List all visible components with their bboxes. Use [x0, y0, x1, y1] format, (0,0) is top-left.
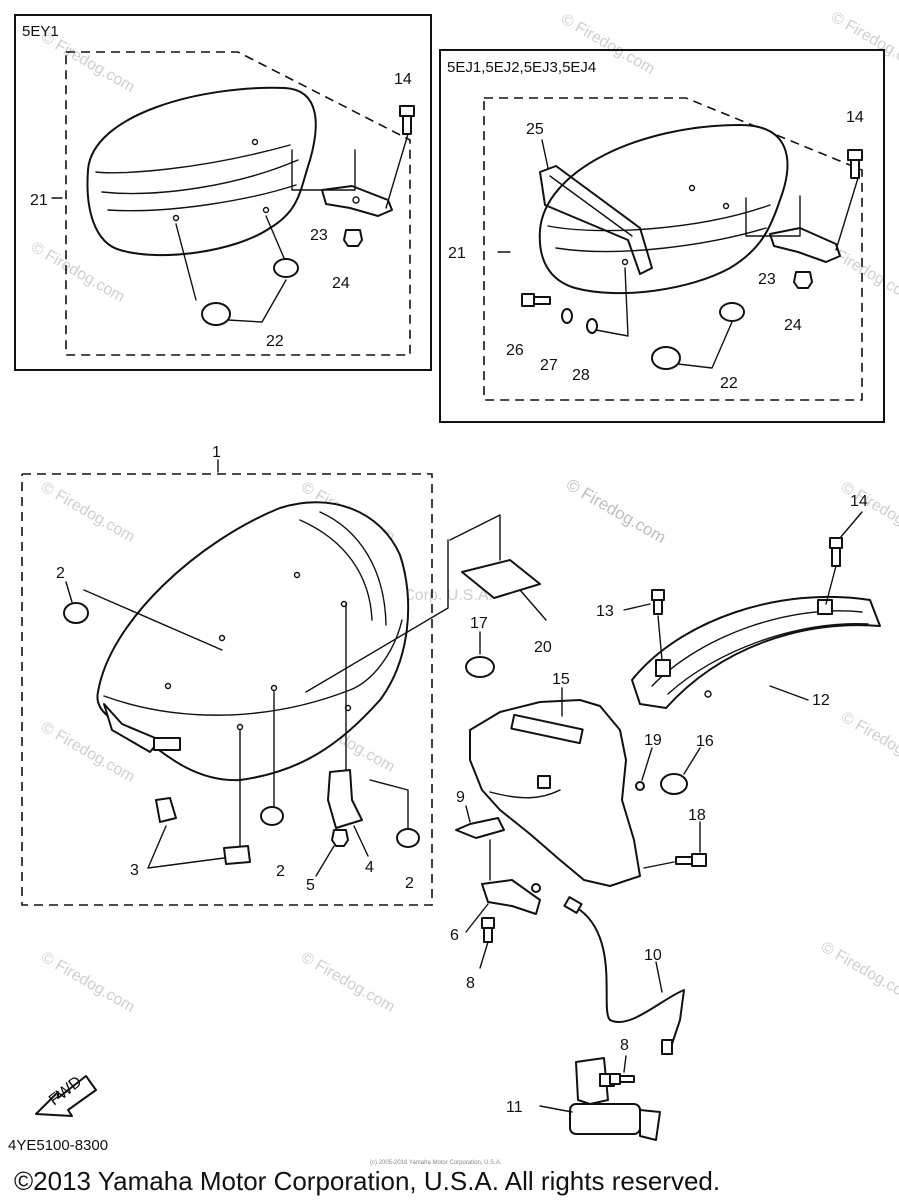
callout-7: 9: [456, 789, 465, 806]
callout-22: 22: [266, 333, 284, 350]
callout-11: 8: [620, 1037, 629, 1054]
callout-4: 4: [365, 859, 374, 876]
inset-5ey1: 5EY1 14 2: [14, 14, 432, 371]
callout-20: 20: [534, 639, 552, 656]
damper-2: [63, 602, 89, 624]
callout-2: 2: [405, 875, 414, 892]
watermark-firedog: © Firedog.com: [838, 479, 899, 546]
callout-21: 21: [448, 245, 466, 262]
callout-24: 24: [332, 275, 350, 292]
inset-5ej: 5EJ1,5EJ2,5EJ3,5EJ4: [439, 49, 885, 423]
washer-27: [561, 308, 573, 324]
damper-2: [260, 806, 284, 826]
bracket-6: [481, 879, 541, 915]
inset-header: 5EJ1,5EJ2,5EJ3,5EJ4: [447, 59, 596, 76]
main-assembly: 1 2 2 2: [21, 444, 881, 1141]
callout-15: 15: [552, 671, 570, 688]
damper-2: [396, 828, 420, 848]
kit-outline: [483, 97, 863, 401]
callout-14: 14: [846, 109, 864, 126]
callout-25: 25: [526, 121, 544, 138]
bolt-18: [675, 853, 707, 867]
grommet-17: [465, 656, 495, 678]
bracket-23: [321, 185, 393, 217]
inset-frame: [14, 14, 432, 371]
callout-14: 14: [394, 71, 412, 88]
inset-header: 5EY1: [22, 23, 59, 40]
callout-17: 17: [470, 615, 488, 632]
cable-9: [531, 883, 685, 1055]
copyright-small: (c) 2005-2018 Yamaha Motor Corporation, …: [370, 1160, 502, 1166]
callout-19: 19: [644, 732, 662, 749]
clip-3: [223, 845, 251, 865]
callout-3: 3: [130, 862, 139, 879]
bolt-26: [521, 293, 551, 307]
watermark-firedog: © Firedog.com: [298, 949, 398, 1016]
callout-16: 16: [696, 733, 714, 750]
callout-10: 11: [506, 1099, 523, 1116]
bolt-11: [609, 1073, 635, 1085]
main-seat: [96, 501, 410, 782]
grab-rail-12: [631, 595, 881, 709]
callout-18: 18: [688, 807, 706, 824]
nut-24: [343, 229, 363, 247]
inset-frame: [439, 49, 885, 423]
plate-7: [455, 817, 505, 839]
damper-22a: [273, 258, 299, 278]
washer-28: [586, 318, 598, 334]
callout-8: 8: [466, 975, 475, 992]
nut-24: [793, 271, 813, 289]
callout-2: 2: [56, 565, 65, 582]
footer-copyright: ©2013 Yamaha Motor Corporation, U.S.A. A…: [14, 1166, 720, 1196]
kit-outline: [21, 473, 433, 906]
callout-28: 28: [572, 367, 590, 384]
watermark-firedog: © Firedog.com: [28, 239, 128, 306]
seat-5ej: [538, 124, 789, 295]
bracket-23: [769, 227, 841, 263]
watermark-firedog: © Firedog.com: [838, 709, 899, 776]
diagram-code: 4YE5100-8300: [8, 1137, 108, 1154]
damper-22a: [719, 302, 745, 322]
callout-26: 26: [506, 342, 524, 359]
watermark-firedog: © Firedog.com: [828, 9, 899, 76]
grommet-16: [660, 773, 688, 795]
clip-3: [155, 797, 177, 823]
kit-outline: [65, 51, 411, 356]
watermark-firedog: © Firedog.com: [38, 479, 138, 546]
damper-22b: [651, 346, 681, 370]
nut-5: [331, 829, 349, 847]
callout-1: 1: [212, 444, 221, 461]
watermark-firedog: © Firedog.com: [818, 939, 899, 1006]
callout-21: 21: [30, 192, 48, 209]
callout-5: 5: [306, 877, 315, 894]
callout-6: 6: [450, 927, 459, 944]
sheet-20: [461, 559, 541, 599]
bolt-14: [847, 149, 863, 179]
callout-22: 22: [720, 375, 738, 392]
callout-9: 10: [644, 947, 662, 964]
bolt-14: [399, 105, 415, 135]
callout-24: 24: [784, 317, 802, 334]
bolt-8: [481, 917, 495, 943]
callout-23: 23: [758, 271, 776, 288]
watermark-firedog-dark: © Firedog.com: [563, 475, 669, 547]
callout-27: 27: [540, 357, 558, 374]
fwd-arrow: FWD: [35, 1073, 97, 1117]
callout-23: 23: [310, 227, 328, 244]
bolt-13: [651, 589, 665, 615]
backrest-25: [539, 165, 653, 275]
seat-lock-10: [569, 1057, 661, 1141]
watermark-firedog: © Firedog.com: [38, 949, 138, 1016]
seat-5ey1: [86, 86, 317, 257]
callout-14: 14: [850, 493, 868, 510]
bracket-15: [469, 699, 641, 887]
bolt-14: [829, 537, 843, 567]
callout-13: 13: [596, 603, 614, 620]
callout-12: 12: [812, 692, 830, 709]
bracket-4: [327, 769, 363, 829]
callout-2: 2: [276, 863, 285, 880]
screw-19: [635, 781, 645, 791]
damper-22b: [201, 302, 231, 326]
